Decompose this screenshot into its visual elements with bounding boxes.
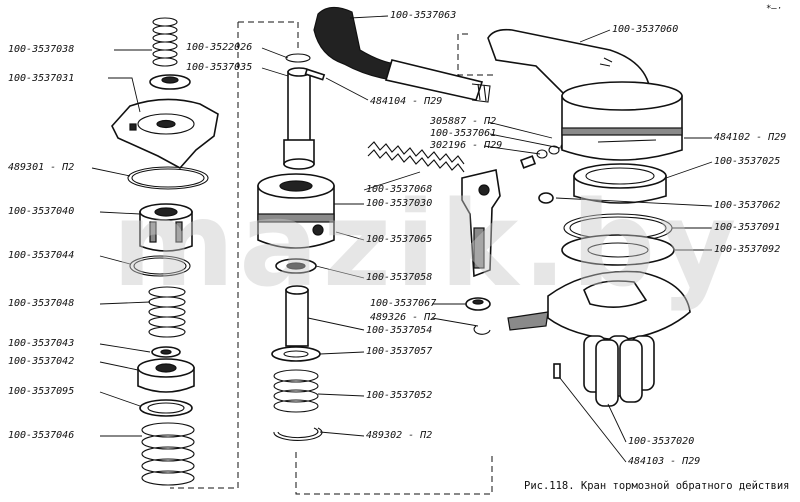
part-label: 100-3537038	[8, 44, 75, 55]
part-label: 100-3537063	[390, 10, 457, 21]
part-label: 100-3537025	[714, 156, 781, 167]
part-label: 100-3537054	[366, 325, 433, 336]
part-label: 489302 - П2	[366, 430, 433, 441]
pin-484104	[304, 68, 326, 81]
valve-seat	[137, 358, 195, 393]
part-label: 100-3537065	[366, 234, 433, 245]
part-label: 100-3537062	[714, 200, 781, 211]
part-label: 100-3537035	[186, 62, 253, 73]
corner-mark: *—·	[766, 4, 783, 14]
spring-lever	[367, 141, 501, 278]
operating-stem	[313, 6, 491, 103]
bolt-group	[519, 142, 572, 169]
lever-plate	[111, 98, 219, 170]
part-label: 100-3537030	[366, 198, 433, 209]
part-label: 489301 - П2	[8, 162, 75, 173]
washer	[151, 346, 181, 358]
piston-spring	[273, 369, 319, 413]
main-housing	[257, 173, 335, 249]
piston-seal	[275, 258, 317, 274]
assembly-axis-lines	[170, 21, 496, 495]
part-label: 100-3537040	[8, 206, 75, 217]
part-label: 484104 - П29	[370, 96, 443, 107]
part-label: 100-3537091	[714, 222, 781, 233]
part-label: 484103 - П29	[628, 456, 701, 467]
roller-100-3537067	[465, 297, 491, 311]
snap-ring-489301	[127, 166, 209, 190]
upper-housing	[561, 81, 683, 161]
piston-washer	[271, 346, 321, 362]
lower-body	[507, 270, 691, 407]
lock-ring-489302	[273, 427, 323, 441]
part-label: 100-3537020	[628, 436, 695, 447]
clip-489326	[473, 325, 491, 335]
part-label: 100-3537052	[366, 390, 433, 401]
part-label: 100-3522026	[186, 42, 253, 53]
part-label: 100-3537043	[8, 338, 75, 349]
leader-lines	[91, 15, 713, 463]
bottom-spring	[141, 422, 195, 486]
part-label: 100-3537046	[8, 430, 75, 441]
seal-ring	[129, 255, 191, 277]
part-label: 100-3537068	[366, 184, 433, 195]
part-label: 489326 - П2	[370, 312, 437, 323]
figure-caption: Рис.118. Кран тормозной обратного действ…	[524, 480, 790, 492]
piston-rod	[285, 285, 309, 347]
small-nut-100-3537062	[538, 192, 554, 204]
part-label: 305887 - П2	[430, 116, 497, 127]
top-oring	[285, 53, 311, 63]
part-label: 100-3537031	[8, 73, 75, 84]
diaphragm-100-3537092	[561, 234, 675, 266]
valve-guide	[139, 203, 193, 252]
part-label: 484102 - П29	[714, 132, 787, 143]
top-spring	[152, 17, 178, 67]
part-label: 302196 - П29	[430, 140, 503, 151]
part-label: 100-3537060	[612, 24, 679, 35]
part-label: 100-3537061	[430, 128, 497, 139]
pin-484103	[553, 363, 561, 379]
part-label: 100-3537092	[714, 244, 781, 255]
part-label: 100-3537067	[370, 298, 437, 309]
part-label: 100-3537042	[8, 356, 75, 367]
part-label: 100-3537048	[8, 298, 75, 309]
part-label: 100-3537095	[8, 386, 75, 397]
middle-spring	[148, 286, 186, 338]
ring-nut-100-3537025	[573, 163, 667, 204]
part-label: 100-3537058	[366, 272, 433, 283]
part-label: 100-3537057	[366, 346, 433, 357]
seat-ring	[139, 399, 193, 417]
spring-cup	[149, 74, 191, 90]
part-label: 100-3537044	[8, 250, 75, 261]
pushrod	[283, 67, 315, 170]
